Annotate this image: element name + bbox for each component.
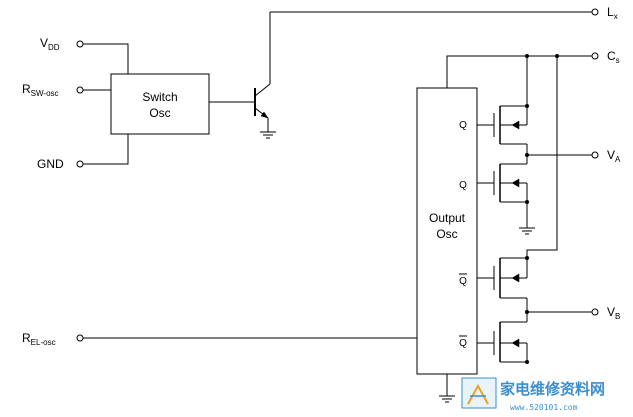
vb-terminal	[591, 308, 599, 316]
vb-label: VB	[607, 305, 620, 321]
mosfet-m2-icon	[477, 163, 529, 228]
vdd-wire	[83, 43, 129, 74]
output-osc-title: Output	[429, 211, 466, 225]
rel-osc-terminal	[76, 334, 84, 342]
vdd-terminal	[76, 40, 84, 48]
lx-label: Lx	[607, 5, 618, 21]
cs-wire	[446, 55, 592, 88]
mosfet-pair-a: VA	[477, 56, 621, 235]
gate-label-qbar2: Q	[459, 338, 467, 349]
cs-label: Cs	[607, 49, 620, 65]
watermark-logo-icon	[461, 377, 497, 409]
rsw-osc-label: RSW-osc	[22, 82, 59, 98]
gate-label-qbar1: Q	[459, 276, 467, 287]
rsw-osc-terminal	[76, 86, 84, 94]
mosfet-pair-b: VB	[477, 56, 620, 364]
npn-transistor-icon	[254, 12, 276, 139]
gate-label-q2: Q	[459, 180, 467, 191]
switch-osc-block	[110, 73, 210, 135]
output-osc-section: Output Osc Cs Q Q Q Q	[416, 49, 620, 403]
gnd-label: GND	[37, 157, 64, 171]
switch-osc-section: VDD RSW-osc GND Switch Osc	[22, 5, 618, 171]
vdd-label: VDD	[40, 36, 60, 52]
switch-osc-subtitle: Osc	[149, 106, 170, 120]
gnd-wire	[83, 134, 129, 165]
mosfet-m1-icon	[477, 56, 529, 164]
cs-terminal	[591, 52, 599, 60]
mosfet-m4-icon	[477, 318, 529, 364]
rel-osc-label: REL-osc	[22, 331, 56, 347]
va-label: VA	[607, 148, 621, 164]
va-junction	[525, 153, 529, 157]
watermark-url: www.520101.com	[510, 403, 578, 412]
vb-junction	[525, 310, 529, 314]
lx-terminal	[591, 8, 599, 16]
switch-osc-title: Switch	[142, 90, 177, 104]
va-terminal	[591, 151, 599, 159]
gnd-terminal	[76, 160, 84, 168]
watermark: 家电维修资料网 www.520101.com	[461, 377, 605, 412]
output-osc-subtitle: Osc	[436, 227, 457, 241]
rel-osc-section: REL-osc	[22, 331, 417, 347]
block-ground-icon	[439, 374, 455, 403]
gate-label-q1: Q	[459, 120, 467, 131]
mosfet-m3-icon	[477, 256, 529, 318]
watermark-text: 家电维修资料网	[500, 380, 605, 398]
pair-a-ground-icon	[519, 227, 535, 235]
cs-rail-b	[526, 56, 558, 258]
